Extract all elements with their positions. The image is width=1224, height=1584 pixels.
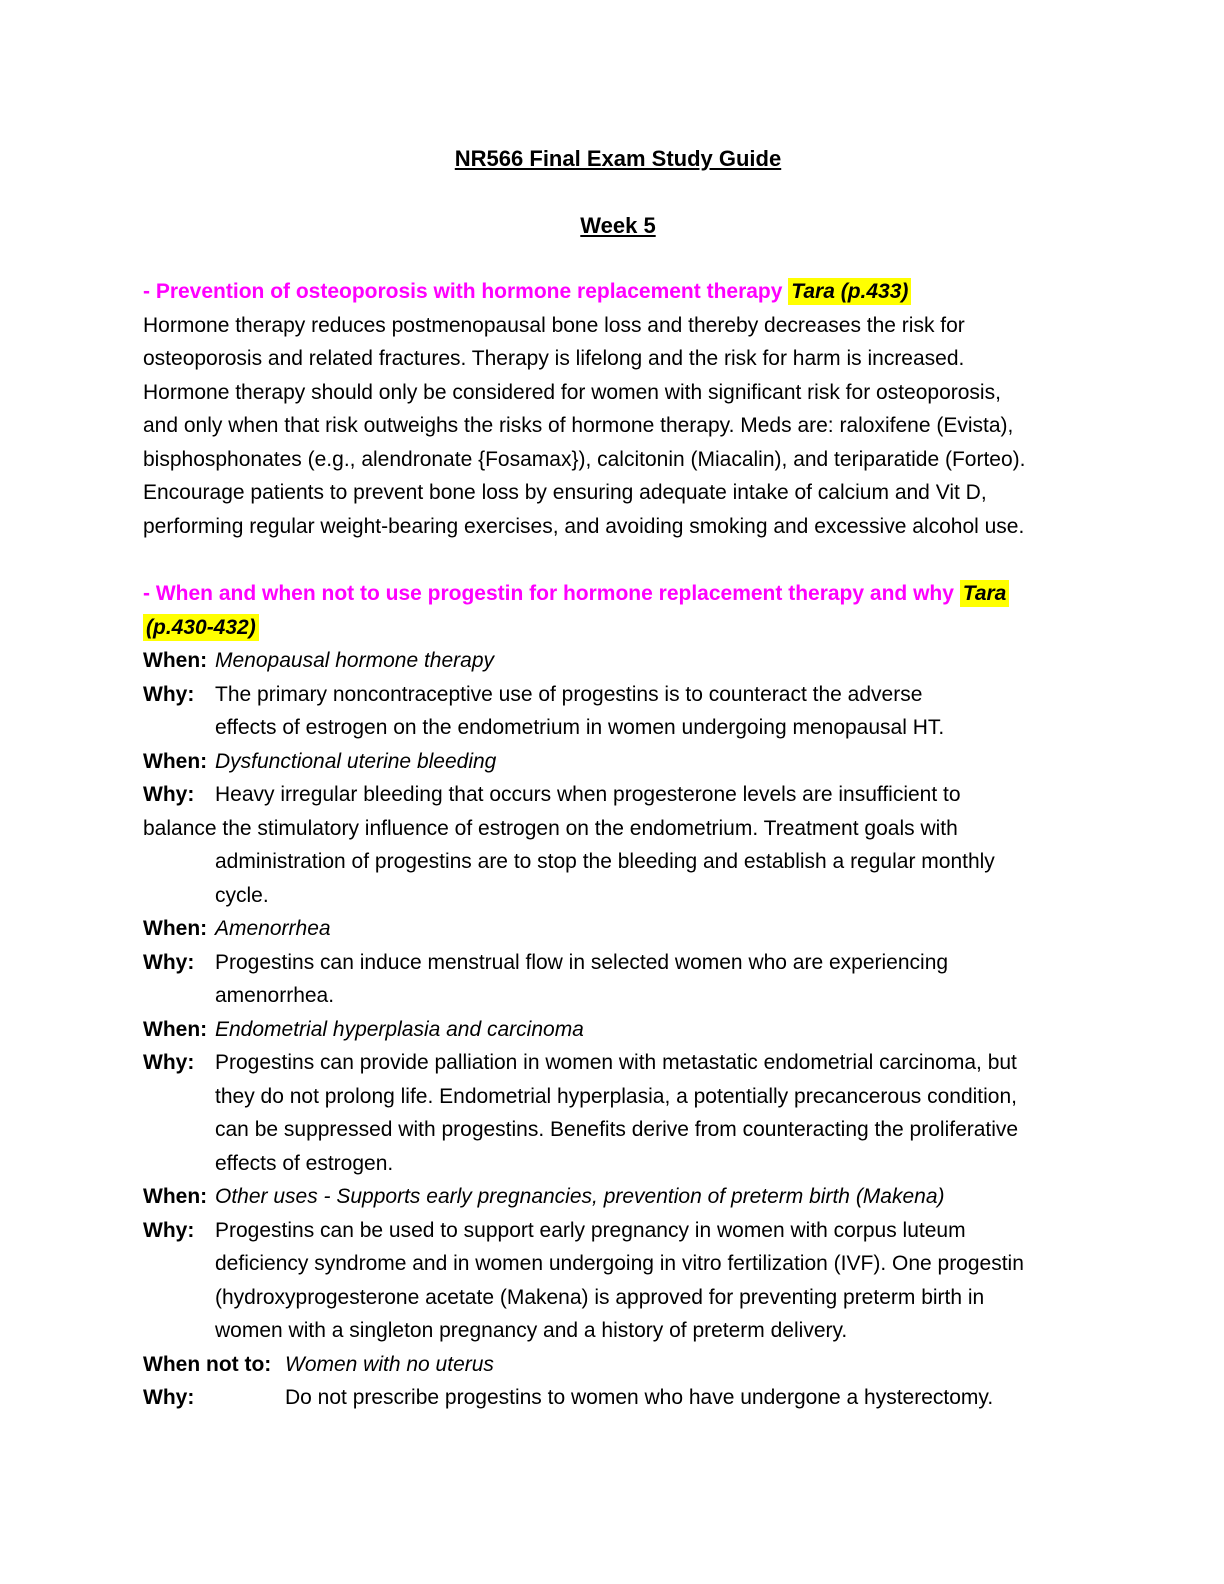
when-value: Dysfunctional uterine bleeding xyxy=(215,749,497,773)
highlighted-reference-part2: (p.430-432) xyxy=(143,613,259,641)
list-item-when: When: Other uses - Supports early pregna… xyxy=(143,1180,1093,1214)
when-label: When: xyxy=(143,749,208,773)
page-title: NR566 Final Exam Study Guide xyxy=(454,146,782,171)
heading-text: - When and when not to use progestin for… xyxy=(143,582,954,605)
section-osteoporosis-heading: - Prevention of osteoporosis with hormon… xyxy=(143,275,1093,309)
why-value: Progestins can provide palliation in wom… xyxy=(215,1051,1019,1175)
why-label: Why: xyxy=(143,950,195,974)
why-value-rest: administration of progestins are to stop… xyxy=(215,850,995,907)
highlighted-reference-part1: Tara xyxy=(959,580,1010,607)
list-item-why: Why: Do not prescribe progestins to wome… xyxy=(143,1381,1093,1415)
section-osteoporosis-body: Hormone therapy reduces postmenopausal b… xyxy=(143,313,1026,538)
when-label: When: xyxy=(143,917,208,940)
when-value: Other uses - Supports early pregnancies,… xyxy=(215,1185,945,1208)
why-label: Why: xyxy=(143,1051,195,1074)
why-value-first-line: Heavy irregular bleeding that occurs whe… xyxy=(215,783,961,806)
why-label: Why: xyxy=(143,1218,195,1242)
list-item-why-continuation: administration of progestins are to stop… xyxy=(143,845,1093,912)
why-value-outdented-line: balance the stimulatory influence of est… xyxy=(143,816,958,840)
why-value: Do not prescribe progestins to women who… xyxy=(285,1386,994,1409)
list-item-when-not-to: When not to: Women with no uterus xyxy=(143,1348,1093,1382)
when-value: Menopausal hormone therapy xyxy=(215,649,495,672)
why-value: The primary noncontraceptive use of prog… xyxy=(215,682,945,740)
when-label: When: xyxy=(143,649,208,672)
why-value: Progestins can induce menstrual flow in … xyxy=(215,950,949,1008)
list-item-when: When: Endometrial hyperplasia and carcin… xyxy=(143,1013,1093,1047)
heading-text: - Prevention of osteoporosis with hormon… xyxy=(143,280,783,303)
section-progestin: - When and when not to use progestin for… xyxy=(143,577,1093,1415)
highlighted-reference: Tara (p.433) xyxy=(788,278,912,305)
list-item-why: Why: Progestins can provide palliation i… xyxy=(143,1046,1093,1180)
list-item-why: Why: The primary noncontraceptive use of… xyxy=(143,678,1093,745)
list-item-why: Why: Progestins can be used to support e… xyxy=(143,1214,1093,1348)
section-osteoporosis: - Prevention of osteoporosis with hormon… xyxy=(143,275,1093,543)
week-subtitle: Week 5 xyxy=(580,212,656,238)
when-label: When: xyxy=(143,1185,208,1208)
list-item-why: Why: Progestins can induce menstrual flo… xyxy=(143,946,1093,1013)
list-item-when: When: Menopausal hormone therapy xyxy=(143,644,1093,678)
when-label: When: xyxy=(143,1017,208,1041)
list-item-when: When: Amenorrhea xyxy=(143,912,1093,946)
when-not-to-label: When not to: xyxy=(143,1352,272,1376)
section-progestin-heading: - When and when not to use progestin for… xyxy=(143,577,1093,644)
list-item-why: Why: Heavy irregular bleeding that occur… xyxy=(143,778,1093,812)
when-value: Endometrial hyperplasia and carcinoma xyxy=(215,1017,584,1041)
why-label: Why: xyxy=(143,682,195,706)
why-label: Why: xyxy=(143,1386,195,1409)
why-value: Progestins can be used to support early … xyxy=(215,1218,1024,1343)
when-not-to-value: Women with no uterus xyxy=(285,1352,494,1376)
when-value: Amenorrhea xyxy=(215,917,331,940)
list-item-when: When: Dysfunctional uterine bleeding xyxy=(143,745,1093,779)
why-label: Why: xyxy=(143,783,195,806)
